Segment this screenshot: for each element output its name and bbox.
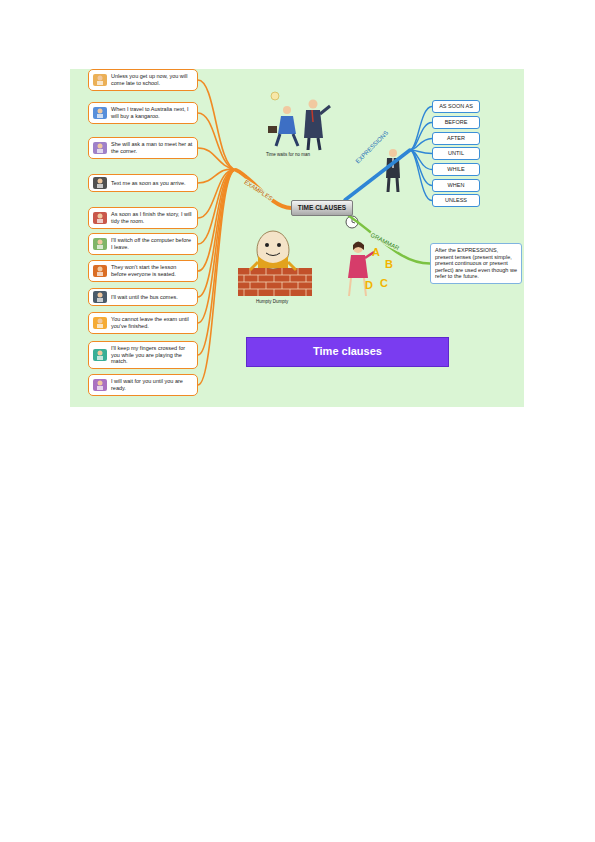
example-box-text: She will ask a man to meet her at the co… <box>111 141 193 154</box>
example-box-text: As soon as I finish the story, I will ti… <box>111 211 193 224</box>
expression-box: UNTIL <box>432 147 480 160</box>
branch-connector <box>198 113 291 208</box>
example-icon <box>92 264 108 278</box>
branch-connector <box>198 148 291 208</box>
example-box: As soon as I finish the story, I will ti… <box>88 207 198 229</box>
expression-box-text: WHILE <box>435 166 477 173</box>
branch-connector <box>345 123 432 201</box>
example-box-text: I'll wait until the bus comes. <box>111 294 193 301</box>
example-box: I'll wait until the bus comes. <box>88 288 198 306</box>
teacher-figure <box>348 242 374 297</box>
example-box-text: When I travel to Australia next, I will … <box>111 106 193 119</box>
central-topic-text: TIME CLAUSES <box>294 204 350 212</box>
expression-box-text: UNTIL <box>435 150 477 157</box>
expression-box-text: BEFORE <box>435 119 477 126</box>
expression-box-text: AFTER <box>435 135 477 142</box>
expression-box: WHEN <box>432 179 480 192</box>
letter-mark: D <box>365 279 373 291</box>
picture-caption: Humpty Dumpty <box>256 299 288 304</box>
expression-box: UNLESS <box>432 194 480 207</box>
example-box-text: I will wait for you until you are ready. <box>111 378 193 391</box>
title-band-text: Time clauses <box>251 345 444 358</box>
humpty-dumpty-figure <box>238 231 312 296</box>
title-band: Time clauses <box>246 337 449 367</box>
letter-mark: A <box>372 246 380 258</box>
picture-caption: Time waits for no man <box>266 152 310 157</box>
example-box-text: I'll switch off the computer before I le… <box>111 237 193 250</box>
example-box: I will wait for you until you are ready. <box>88 374 198 396</box>
businessmen-figure <box>268 92 330 150</box>
example-box: I'll switch off the computer before I le… <box>88 233 198 255</box>
example-icon <box>92 106 108 120</box>
example-icon <box>92 141 108 155</box>
expression-box-text: AS SOON AS <box>435 103 477 110</box>
example-box: Unless you get up now, you will come lat… <box>88 69 198 91</box>
example-box-text: I'll keep my fingers crossed for you whi… <box>111 345 193 365</box>
branch-connector <box>198 80 291 208</box>
example-icon <box>92 73 108 87</box>
example-icon <box>92 176 108 190</box>
letter-mark: C <box>380 277 388 289</box>
central-topic: TIME CLAUSES <box>291 200 353 216</box>
example-icon <box>92 211 108 225</box>
branch-connector <box>345 107 432 201</box>
branch-connector <box>349 216 430 264</box>
branch-connector <box>345 139 432 201</box>
example-box: Text me as soon as you arrive. <box>88 174 198 192</box>
example-box-text: You cannot leave the exam until you've f… <box>111 316 193 329</box>
example-icon <box>92 237 108 251</box>
expression-box: AFTER <box>432 132 480 145</box>
expression-box: BEFORE <box>432 116 480 129</box>
example-box: You cannot leave the exam until you've f… <box>88 312 198 334</box>
grammar-box: After the EXPRESSIONS, present tenses (p… <box>430 243 522 284</box>
letter-mark: B <box>385 258 393 270</box>
example-box-text: Unless you get up now, you will come lat… <box>111 73 193 86</box>
person-figure <box>386 149 400 192</box>
grammar-box-text: After the EXPRESSIONS, present tenses (p… <box>435 247 517 280</box>
example-box: I'll keep my fingers crossed for you whi… <box>88 341 198 369</box>
expression-box-text: UNLESS <box>435 197 477 204</box>
branch-connector <box>198 170 291 218</box>
example-icon <box>92 378 108 392</box>
example-box-text: Text me as soon as you arrive. <box>111 180 193 187</box>
example-icon <box>92 290 108 304</box>
expression-box: AS SOON AS <box>432 100 480 113</box>
example-box: When I travel to Australia next, I will … <box>88 102 198 124</box>
example-box: They won't start the lesson before every… <box>88 260 198 282</box>
expression-box-text: WHEN <box>435 182 477 189</box>
example-icon <box>92 316 108 330</box>
example-icon <box>92 348 108 362</box>
example-box: She will ask a man to meet her at the co… <box>88 137 198 159</box>
branch-connector <box>198 170 291 244</box>
expression-box: WHILE <box>432 163 480 176</box>
example-box-text: They won't start the lesson before every… <box>111 264 193 277</box>
